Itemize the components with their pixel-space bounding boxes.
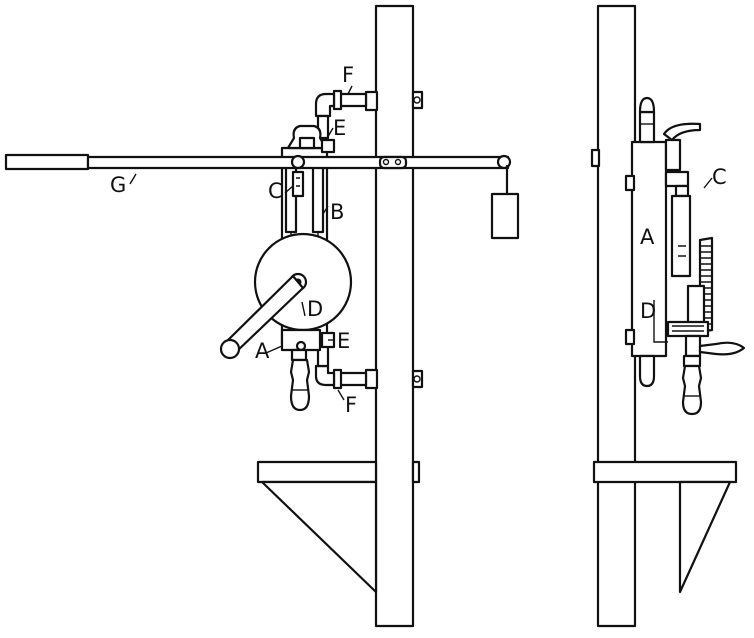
side-bolt	[590, 148, 601, 168]
crank-handle	[219, 274, 305, 360]
side-view: C A D	[590, 4, 746, 628]
side-lower-mech	[666, 320, 746, 358]
label-e-bottom: E	[337, 329, 350, 353]
side-leader-c	[703, 177, 713, 189]
front-view: F E G C B D A E F	[4, 4, 520, 628]
pump-base	[280, 328, 322, 352]
front-leaders	[129, 85, 353, 401]
front-bracket	[256, 460, 421, 594]
label-b: B	[330, 200, 344, 224]
front-bolts	[411, 90, 424, 389]
side-label-c: C	[712, 165, 727, 189]
valve-c	[291, 170, 305, 198]
plunger-top	[286, 124, 328, 150]
side-bottom-fittings	[638, 354, 703, 416]
side-body	[624, 140, 668, 358]
side-valve-c	[664, 170, 692, 278]
side-top-fitting	[638, 96, 656, 144]
side-bracket	[592, 460, 738, 594]
hanging-weight	[490, 164, 520, 240]
lever-arm	[4, 153, 512, 171]
side-post	[596, 4, 637, 628]
label-c: C	[268, 179, 283, 203]
front-top-pipe	[314, 89, 379, 140]
front-handles	[289, 348, 311, 412]
label-e-top: E	[333, 116, 346, 140]
side-label-d: D	[640, 299, 656, 323]
label-f-top: F	[342, 63, 354, 87]
side-label-a: A	[640, 225, 655, 249]
label-g: G	[110, 173, 126, 197]
label-d: D	[307, 297, 323, 321]
side-gear	[686, 236, 714, 334]
label-a: A	[255, 339, 270, 363]
front-bottom-pipe	[314, 338, 379, 390]
label-f-bottom: F	[345, 393, 357, 417]
side-plunger-top	[662, 122, 702, 172]
front-post	[374, 4, 415, 628]
